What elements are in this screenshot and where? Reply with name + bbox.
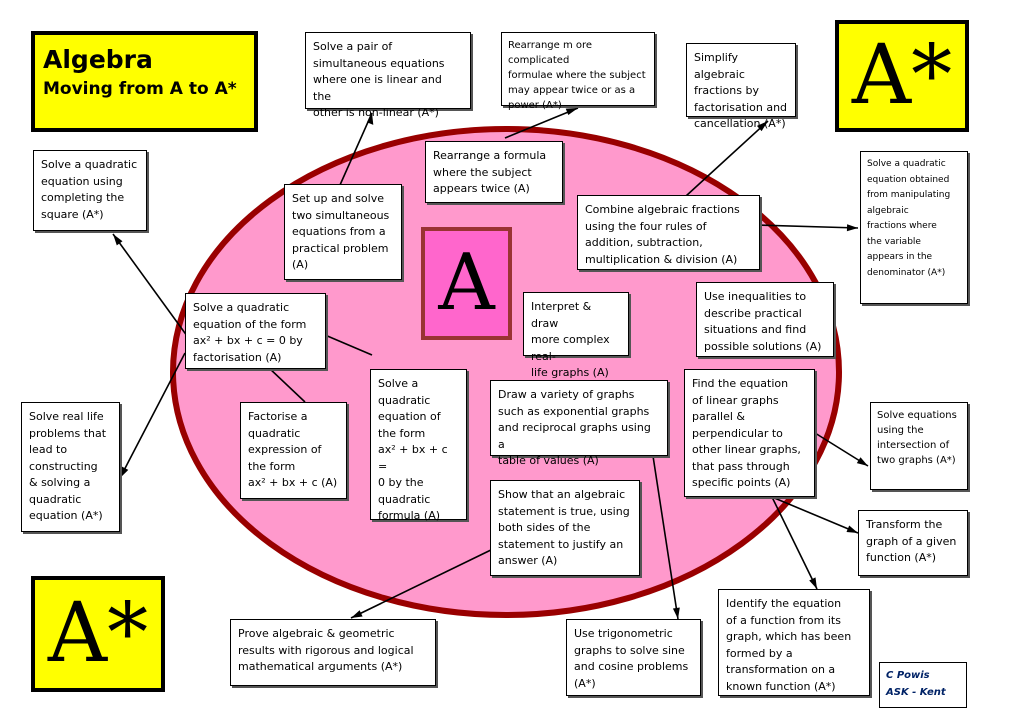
arrowhead-fraction-quadratic [846,224,858,232]
arrowhead-prove [351,610,363,618]
box-real-life-quadratic: Solve real life problems that lead to co… [21,402,120,532]
box-algebraic-statement: Show that an algebraic statement is true… [490,480,640,576]
arrowhead-rearrange [565,108,578,115]
box-interpret-graphs: Interpret & draw more complex real- life… [523,292,629,379]
connector-lines [112,107,869,620]
arrowhead-completing-square [113,234,123,246]
box-draw-graphs: Draw a variety of graphs such as exponen… [490,380,668,467]
arrowhead-simultaneous [366,113,374,125]
connector-fraction-quadratic [756,224,859,229]
box-quadratic-factorisation: Solve a quadratic equation of the form a… [185,293,326,369]
credit-organisation: ASK - Kent [886,687,946,698]
box-quadratic-formula: Solve a quadratic equation of the form a… [370,369,467,522]
connector-identify [771,496,818,590]
connector-fractions [685,120,769,197]
connector-real-life [119,352,186,479]
credit-author: C Powis [886,670,930,681]
box-factorise-quadratic: Factorise a quadratic expression of the … [240,402,347,499]
arrowhead-fractions [756,121,768,132]
arrowhead-real-life [120,466,129,478]
arrowhead-trig [672,607,680,619]
title-box: Algebra Moving from A to A* [31,31,258,132]
box-prove-arguments: Prove algebraic & geometric results with… [230,619,436,686]
grade-a-star-top-right: A* [835,20,969,132]
grade-a-centre: A [421,227,512,340]
title-main: Algebra [43,45,153,74]
connector-trig [652,455,679,620]
box-rearrange-complicated: Rearrange m ore complicated formulae whe… [501,32,655,111]
box-transform-graph: Transform the graph of a given function … [858,510,968,576]
connector-arrowheads [113,108,868,619]
box-combine-fractions: Combine algebraic fractions using the fo… [577,195,760,270]
box-simplify-fractions: Simplify algebraic fractions by factoris… [686,43,796,130]
connector-quadratic-formula [324,334,373,356]
connector-transform [771,496,859,534]
box-rearrange-formula: Rearrange a formula where the subject ap… [425,141,563,203]
box-trig-graphs: Use trigonometric graphs to solve sine a… [566,619,701,696]
box-simultaneous-nonlinear: Solve a pair of simultaneous equations w… [305,32,471,119]
box-intersection-graphs: Solve equations using the intersection o… [870,402,968,490]
arrowhead-identify [809,577,817,589]
grade-a-star-bottom-left: A* [31,576,165,692]
connector-prove [350,547,496,619]
box-completing-square: Solve a quadratic equation using complet… [33,150,147,231]
connector-rearrange [504,107,579,139]
box-inequalities: Use inequalities to describe practical s… [696,282,834,357]
arrowhead-transform [846,525,858,533]
connector-simultaneous [339,112,373,186]
box-linear-graphs: Find the equation of linear graphs paral… [684,369,815,497]
title-sub: Moving from A to A* [43,79,237,99]
connector-completing-square [112,233,191,341]
box-identify-function: Identify the equation of a function from… [718,589,870,696]
box-set-up-simultaneous: Set up and solve two simultaneous equati… [284,184,402,280]
arrowhead-intersection [856,457,868,466]
author-credit: C Powis ASK - Kent [879,662,967,708]
connector-factorise [267,366,306,403]
box-quadratic-from-fractions: Solve a quadratic equation obtained from… [860,151,968,304]
